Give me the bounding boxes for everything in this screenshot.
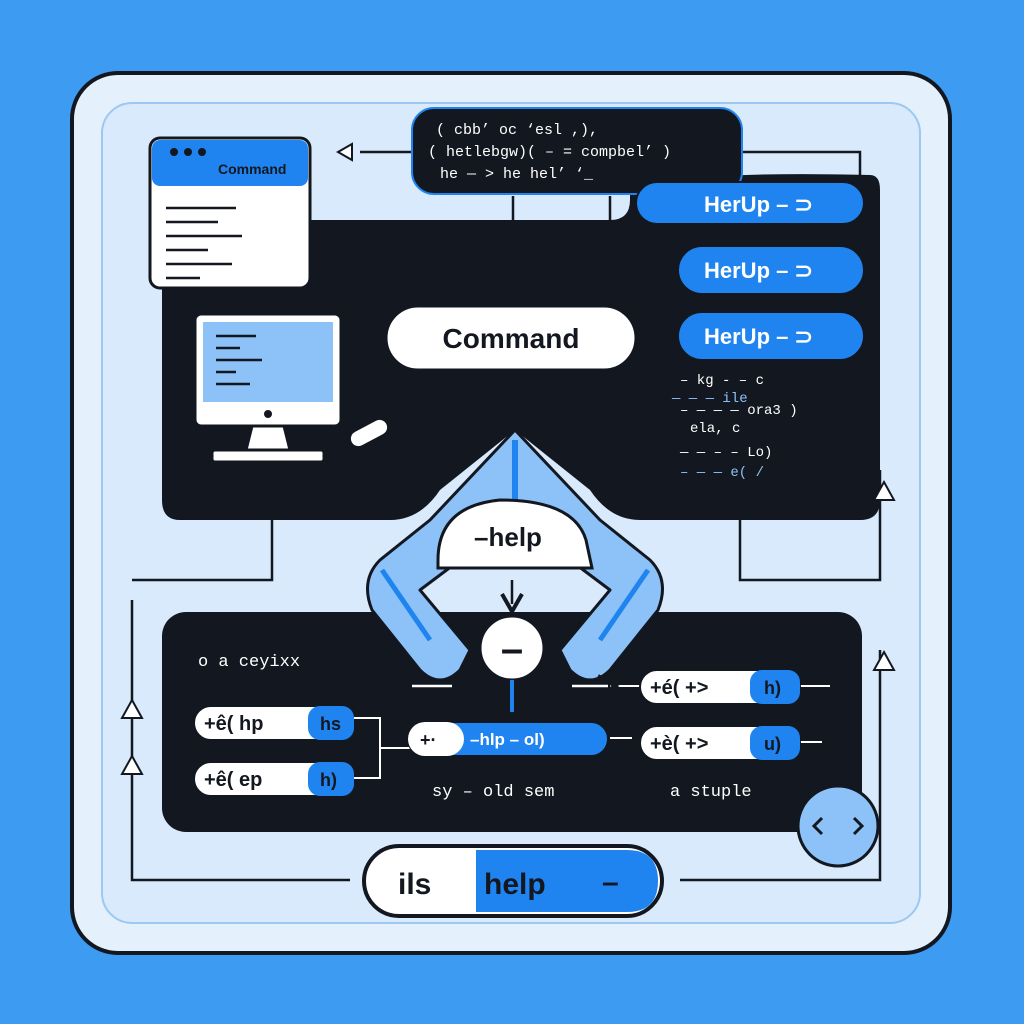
triangle-marker-icons — [120, 142, 896, 775]
option-chip[interactable]: +è( +> u) — [639, 725, 801, 761]
code-snippet: – kg - – c — — — ile – — — — ora3 ) ela,… — [671, 373, 798, 481]
center-option-chip[interactable]: +· –hlp – ol) — [407, 721, 609, 757]
bottom-bar-right: help — [484, 868, 546, 901]
help-node[interactable]: –help — [436, 498, 594, 570]
window-dot-icon[interactable] — [198, 148, 206, 156]
code-bubble-line: ( hetlebgw)( – = compbel’ ) — [428, 144, 671, 161]
window-title: Command — [218, 161, 286, 177]
bottom-bar-dash: – — [602, 866, 619, 899]
help-chip-label: HerUp – ⊃ — [704, 324, 813, 349]
code-snippet-line: — — — ile — [671, 391, 748, 407]
option-chip[interactable]: +ê( hp hs — [193, 705, 355, 741]
help-chip[interactable]: HerUp – ⊃ — [677, 311, 865, 361]
help-chip[interactable]: HerUp – ⊃ — [635, 181, 865, 225]
center-chip-prefix: +· — [420, 730, 437, 750]
option-chip-tag: hs — [320, 714, 341, 734]
help-node-label: –help — [474, 522, 542, 552]
option-chip-text: +ê( ep — [204, 769, 262, 791]
window-dot-icon[interactable] — [170, 148, 178, 156]
option-chip-text: +é( +> — [650, 677, 708, 699]
monitor-screen — [203, 322, 333, 402]
option-chip-tag: h) — [320, 770, 337, 790]
option-chip[interactable]: +ê( ep h) — [193, 761, 355, 797]
code-snippet-line: – kg - – c — [680, 373, 764, 389]
command-pill-label: Command — [443, 323, 580, 354]
minus-node[interactable]: – — [478, 614, 546, 682]
caption-right: a stuple — [670, 783, 752, 802]
caption-left: sy – old sem — [432, 783, 554, 802]
code-snippet-line: – — — e( / — [680, 465, 764, 481]
help-chip-label: HerUp – ⊃ — [704, 258, 813, 283]
command-pill[interactable]: Command — [384, 304, 638, 372]
center-chip-text: –hlp – ol) — [470, 730, 545, 749]
code-bubble-line: ( cbb’ oc ‘esl ,), — [436, 122, 598, 139]
bottom-bar-left: ils — [398, 868, 431, 901]
option-chip-tag: u) — [764, 734, 781, 754]
code-bubble-line: he — > he hel’ ‘_ — [440, 166, 594, 183]
help-chip[interactable]: HerUp – ⊃ — [677, 245, 865, 295]
panel-heading: o a ceyixx — [198, 653, 300, 672]
option-chip-text: +è( +> — [650, 733, 708, 755]
computer-monitor — [193, 312, 391, 464]
code-snippet-line: – — — — ora3 ) — [680, 403, 798, 419]
code-snippet-line: ela, c — [690, 421, 740, 437]
option-chip-text: +ê( hp — [204, 713, 263, 735]
command-window[interactable]: Command — [148, 136, 312, 290]
option-chip-tag: h) — [764, 678, 781, 698]
minus-node-label: – — [501, 627, 523, 671]
window-dot-icon[interactable] — [184, 148, 192, 156]
help-chip-label: HerUp – ⊃ — [704, 192, 813, 217]
code-snippet-line: — — – – Lo) — [679, 445, 772, 461]
expand-icon[interactable] — [796, 784, 880, 868]
mouse-icon — [347, 416, 391, 450]
option-chip[interactable]: +é( +> h) — [639, 669, 801, 705]
code-bubble: ( cbb’ oc ‘esl ,), ( hetlebgw)( – = comp… — [411, 107, 743, 195]
bottom-command-bar[interactable]: ils help – — [362, 844, 664, 918]
window-text-lines — [166, 206, 242, 280]
